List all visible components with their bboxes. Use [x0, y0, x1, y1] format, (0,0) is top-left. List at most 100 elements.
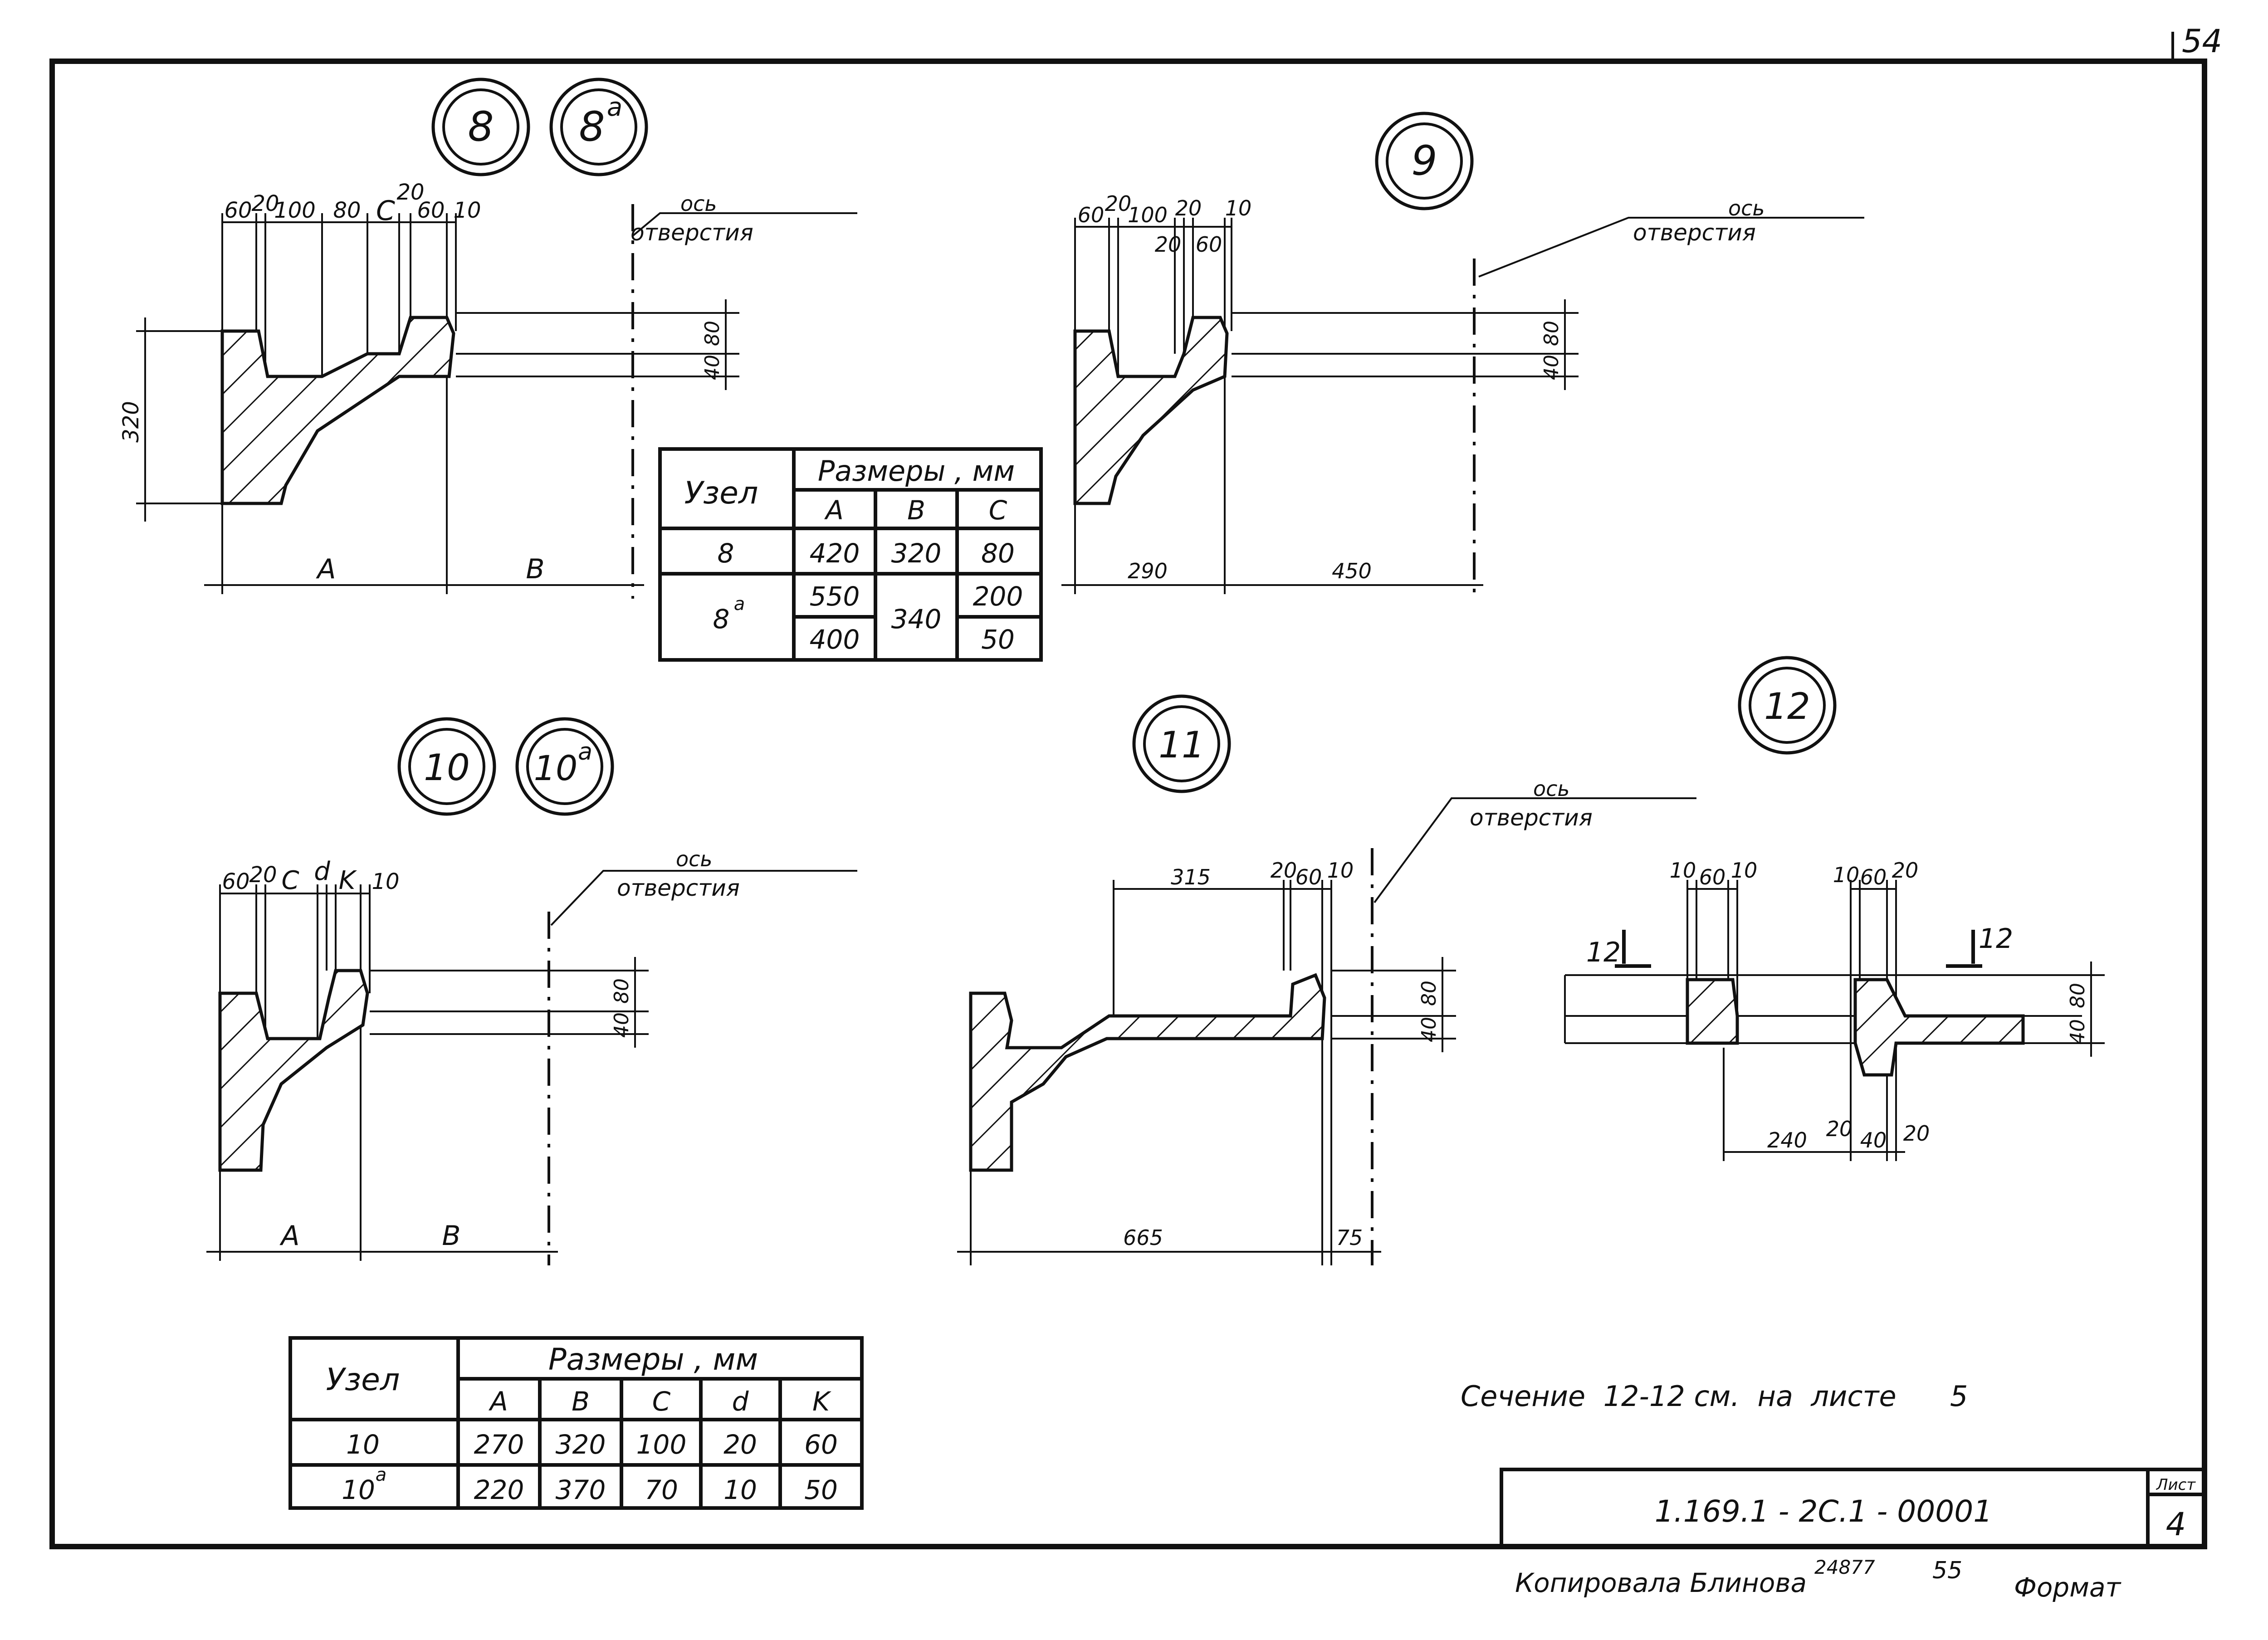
- d9-dim-100: 100: [1128, 203, 1168, 227]
- table-1: Узел Размеры , мм A B C 8 420 320 80 8 a…: [658, 447, 1043, 662]
- t1-r1-node: 8: [718, 538, 734, 569]
- section-note: Сечение 12-12 см. на листе 5: [1461, 1380, 1968, 1413]
- detail-11: 11 315 20 60 10 80 40 ось отверст: [957, 694, 1696, 1265]
- d10-dim-k: K: [339, 866, 357, 895]
- node-marker-10: 10: [397, 717, 496, 816]
- t2-r2-c: 70: [645, 1474, 678, 1505]
- d12-tl-10a: 10: [1670, 858, 1696, 883]
- d10-axis-line1: ось: [676, 847, 713, 871]
- sheet-number: 4: [2166, 1506, 2186, 1543]
- d8-dim-10: 10: [453, 198, 481, 223]
- d9-bottom-450: 450: [1332, 559, 1372, 583]
- node-10-label: 10: [424, 747, 470, 789]
- node-marker-12: 12: [1738, 656, 1837, 755]
- node-marker-11: 11: [1132, 694, 1231, 793]
- t2-r2-d: 10: [723, 1474, 757, 1505]
- t1-r1-c: 80: [981, 538, 1015, 569]
- t1-r2-node-sup: a: [734, 594, 745, 615]
- t2-r1-k: 60: [804, 1429, 838, 1460]
- t1-col-b: B: [907, 495, 925, 526]
- d9-right-80: 80: [1540, 321, 1563, 346]
- d8-height: 320: [118, 401, 144, 443]
- t2-col-b: B: [572, 1386, 590, 1417]
- drawing-code: 1.169.1 - 2C.1 - 00001: [1655, 1494, 1992, 1529]
- d11-bottom-75: 75: [1336, 1225, 1363, 1250]
- d10-dim-20: 20: [249, 862, 277, 888]
- d9-dim-10: 10: [1225, 196, 1252, 220]
- d12-section-mark-right: 12: [1979, 923, 2013, 955]
- d8-axis-line1: ось: [680, 191, 717, 216]
- node-10a-label: 10: [534, 748, 578, 788]
- d12-bottom-20b: 20: [1903, 1121, 1930, 1146]
- d12-tr-60: 60: [1860, 865, 1887, 889]
- t2-r1-a: 270: [474, 1429, 524, 1460]
- d8-dim-80: 80: [333, 198, 361, 223]
- d10-bottom-b: B: [442, 1220, 460, 1252]
- d10-dim-c: C: [281, 866, 299, 895]
- t1-r2-b: 340: [891, 604, 942, 635]
- d9-dim-20b: 20: [1175, 196, 1202, 220]
- t1-r2-c: 200: [973, 581, 1023, 612]
- d9-right-40: 40: [1540, 355, 1563, 380]
- d11-dim-20: 20: [1271, 858, 1297, 883]
- detail-10: 10 10 a 60 20 C d K 10: [206, 717, 857, 1265]
- d11-bottom-665: 665: [1123, 1225, 1163, 1250]
- d10-axis-line2: отверстия: [617, 875, 740, 901]
- node-12-label: 12: [1764, 685, 1810, 727]
- t1-r3-a: 400: [810, 624, 860, 655]
- d10-dim-d: d: [314, 857, 330, 886]
- d10-dim-60: 60: [222, 869, 249, 894]
- t1-head-sizes: Размеры , мм: [818, 454, 1015, 488]
- node-8a-label: 8: [579, 103, 605, 151]
- d11-dim-10: 10: [1327, 858, 1354, 883]
- footer-format: Формат: [2014, 1572, 2122, 1603]
- d8-dim-c: C: [376, 195, 395, 227]
- d9-axis-line2: отверстия: [1633, 220, 1756, 246]
- d9-bottom-290: 290: [1128, 559, 1168, 583]
- sheet-label: Лист: [2156, 1476, 2196, 1494]
- d8-dim-60b: 60: [417, 198, 445, 223]
- d12-bottom-40: 40: [1860, 1128, 1887, 1152]
- t2-head-sizes: Размеры , мм: [548, 1342, 758, 1377]
- t1-r1-b: 320: [891, 538, 942, 569]
- d11-right-80: 80: [1418, 981, 1441, 1006]
- t1-head-node: Узел: [684, 475, 758, 511]
- t2-r2-b: 370: [556, 1474, 606, 1505]
- table-2: Узел Размеры , мм A B C d K 10 270 320 1…: [288, 1336, 864, 1510]
- node-marker-8a: 8 a: [549, 78, 648, 176]
- d8-dim-20a: 20: [251, 191, 279, 216]
- d12-tr-20: 20: [1892, 858, 1919, 883]
- d8-bottom-a: A: [315, 553, 336, 585]
- d12-tl-60: 60: [1699, 865, 1726, 889]
- d11-dim-315: 315: [1171, 865, 1211, 889]
- t1-r1-a: 420: [810, 538, 860, 569]
- t2-r1-node: 10: [346, 1429, 380, 1460]
- node-8a-sup: a: [607, 93, 622, 122]
- footer-copied: Копировала Блинова: [1515, 1567, 1807, 1598]
- d11-axis-line1: ось: [1533, 776, 1570, 801]
- d10-right-40: 40: [610, 1012, 633, 1038]
- d11-axis-line2: отверстия: [1470, 805, 1593, 831]
- d12-right-80: 80: [2066, 983, 2089, 1008]
- node-9-label: 9: [1411, 137, 1437, 185]
- t2-r1-b: 320: [556, 1429, 606, 1460]
- node-marker-10a: 10 a: [515, 717, 614, 816]
- t1-r3-c: 50: [981, 624, 1015, 655]
- t2-r2-node-sup: a: [376, 1464, 387, 1485]
- sheet-frame: [49, 59, 2207, 1549]
- t1-col-c: C: [989, 495, 1007, 526]
- node-marker-8: 8: [431, 78, 530, 176]
- d9-dim-60: 60: [1078, 203, 1105, 227]
- t2-col-d: d: [732, 1386, 749, 1417]
- title-block: 1.169.1 - 2C.1 - 00001 Лист 4: [1500, 1468, 2206, 1548]
- t1-col-a: A: [824, 495, 844, 526]
- t2-col-a: A: [488, 1386, 508, 1417]
- d8-dim-20b: 20: [396, 180, 424, 205]
- d8-right-80: 80: [701, 321, 724, 346]
- d9-dim-20a: 20: [1105, 191, 1132, 216]
- d8-dim-60a: 60: [224, 198, 252, 223]
- d8-dim-100: 100: [274, 198, 316, 223]
- t1-r2-a: 550: [810, 581, 860, 612]
- d12-bottom-20a: 20: [1826, 1117, 1853, 1141]
